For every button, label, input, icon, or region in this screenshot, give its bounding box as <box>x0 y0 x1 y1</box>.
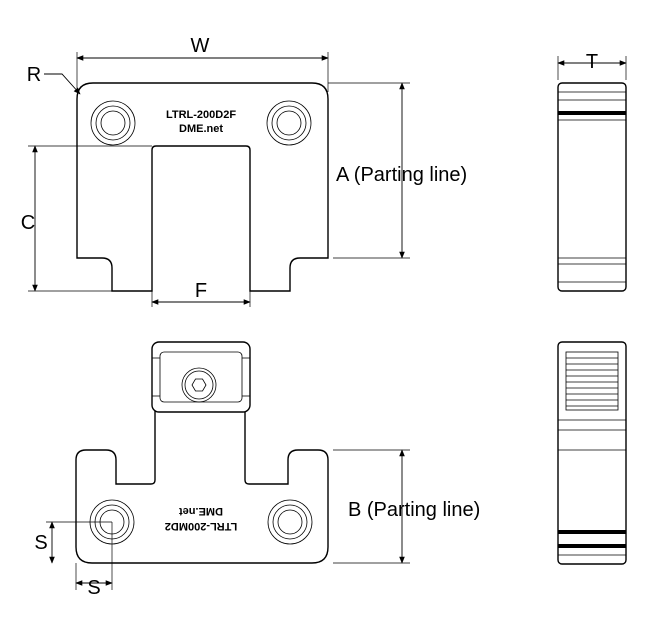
a-label: A (Parting line) <box>336 164 467 186</box>
c-label: C <box>21 212 35 234</box>
bottom-front-view: DME.net LTRL-200MD2 B (Parting line) S S <box>34 341 480 599</box>
top-front-view: LTRL-200D2F DME.net W R A (Parting line)… <box>21 35 467 307</box>
bottom-side-guide-ribs <box>566 357 618 407</box>
bottom-side-band-lower <box>558 544 626 548</box>
top-side-band-upper <box>558 111 626 115</box>
bottom-side-guide <box>565 351 619 411</box>
bottom-brand-stamp: DME.net <box>179 505 223 517</box>
top-model-stamp: LTRL-200D2F <box>166 109 236 121</box>
top-side-body <box>557 82 627 292</box>
r-label: R <box>27 64 41 86</box>
top-latch-body <box>76 82 329 292</box>
guide-block-body <box>151 341 251 413</box>
hex-screw-icon <box>181 367 217 403</box>
s-horizontal-label: S <box>87 577 100 599</box>
bottom-latch-body <box>75 409 329 564</box>
bottom-side-band-upper <box>558 530 626 534</box>
top-side-view: T <box>557 51 627 292</box>
guide-block <box>151 341 251 413</box>
f-label: F <box>195 280 207 302</box>
top-left-bolt-hole <box>90 100 136 146</box>
bottom-side-body <box>557 341 627 565</box>
w-label: W <box>191 35 210 57</box>
b-label: B (Parting line) <box>348 499 480 521</box>
s-vertical-label: S <box>34 532 47 554</box>
bottom-right-bolt-hole <box>267 499 313 545</box>
bottom-side-view <box>557 341 627 565</box>
r-leader <box>44 73 81 95</box>
t-label: T <box>586 51 598 73</box>
bottom-model-stamp: LTRL-200MD2 <box>165 520 238 532</box>
top-brand-stamp: DME.net <box>179 123 223 135</box>
top-right-bolt-hole <box>266 100 312 146</box>
